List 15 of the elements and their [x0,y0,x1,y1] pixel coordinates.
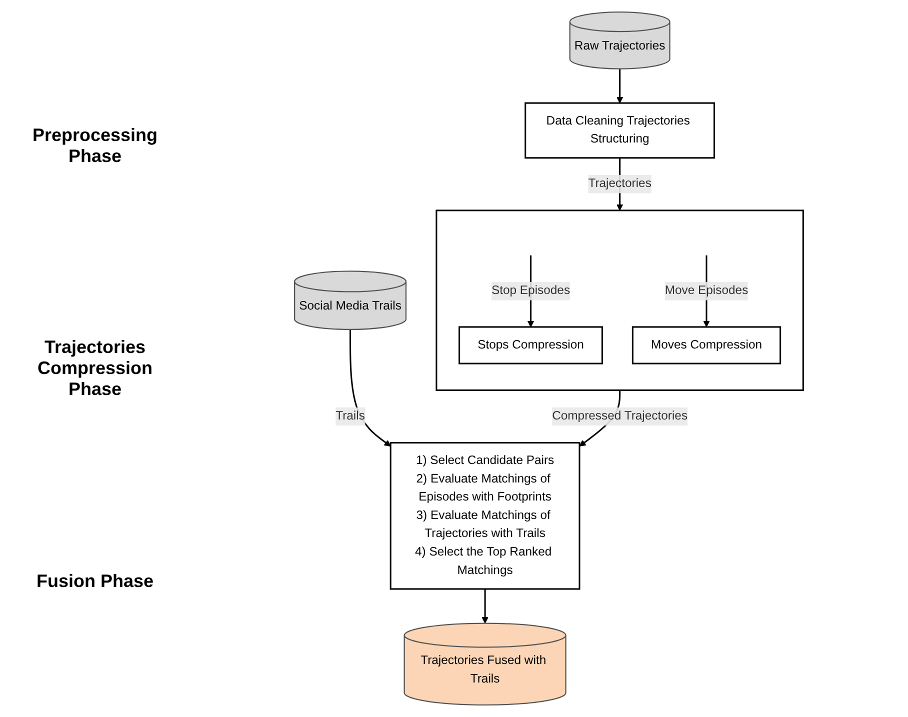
phase-label: Fusion Phase [35,570,155,592]
edge-label: Stop Episodes [492,284,570,298]
node-box: Moves Compression [632,326,782,364]
edge-label: Trajectories [588,177,652,190]
node-box: 1) Select Candidate Pairs 2) Evaluate Matchings of Episodes with Footprints 3) Evaluate Matchings of Trajectories with Trails 4) Select the Top Ranked Matchings [390,442,580,590]
node-box: Stops Compression [458,326,604,364]
edge-label: Compressed Trajectories [552,410,688,423]
edge-label: Move Episodes [664,284,748,298]
phase-label: Trajectories Compression Phase [36,337,154,400]
node-box: Data Cleaning Trajectories Structuring [524,102,716,159]
arrow [482,589,489,624]
phase-label: Preprocessing Phase [31,125,159,168]
cluster [436,210,804,391]
edge-label: Trails [336,410,366,423]
arrow [616,68,624,104]
